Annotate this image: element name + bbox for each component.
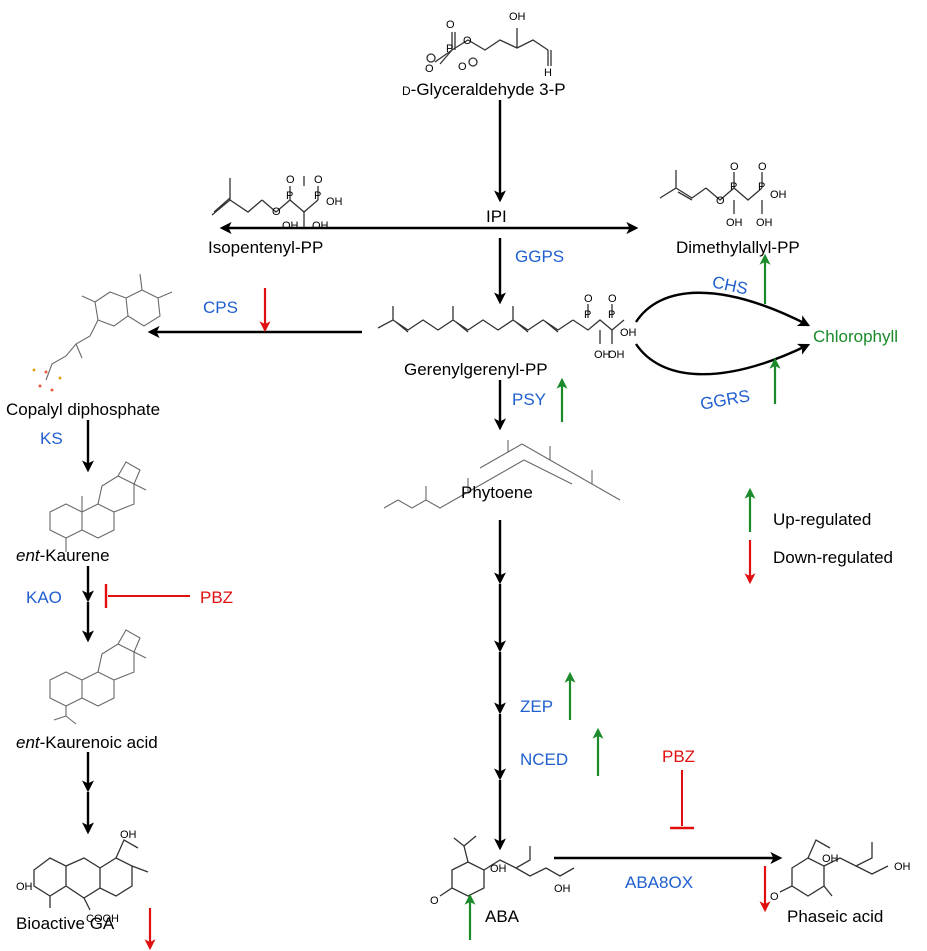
- inhibitor-pbz-aba: PBZ: [662, 747, 695, 766]
- bioactive-ga-structure: OH OH COOH: [16, 829, 149, 925]
- atom-oh: OH: [620, 327, 637, 339]
- phaseic-acid-structure: O OH OH: [770, 839, 911, 903]
- phytoene-structure: [383, 440, 621, 509]
- regulation-arrows: [144, 253, 781, 951]
- atom-o: O: [458, 61, 467, 73]
- atom-p: P: [608, 309, 615, 321]
- inhibitor-pbz-ga: PBZ: [200, 588, 233, 607]
- atom-oh: OH: [282, 220, 299, 232]
- atom-oh: OH: [822, 853, 839, 865]
- pbz-inhibition-ga: [104, 584, 190, 608]
- isopentenyl-pp-label: Isopentenyl-PP: [208, 238, 323, 257]
- enzyme-nced: NCED: [520, 750, 568, 769]
- atom-p: P: [286, 190, 293, 202]
- phaseic-acid-label: Phaseic acid: [787, 907, 883, 926]
- atom-o: O: [430, 895, 439, 907]
- ggpp-label: Gerenylgerenyl-PP: [404, 360, 548, 379]
- atom-p: P: [730, 181, 737, 193]
- atom-cooh: COOH: [86, 913, 119, 925]
- atom-h: H: [544, 67, 552, 79]
- enzyme-zep: ZEP: [520, 697, 553, 716]
- atom-p: P: [758, 181, 765, 193]
- legend-down-label: Down-regulated: [773, 548, 893, 567]
- enzyme-kao: KAO: [26, 588, 62, 607]
- atom-p: P: [584, 309, 591, 321]
- ent-kaurenoic-acid-label: ent-Kaurenoic acid: [16, 733, 158, 752]
- atom-o: O: [770, 891, 779, 903]
- enzyme-ggrs: GGRS: [699, 386, 752, 413]
- atom-o: O: [584, 293, 593, 305]
- atom-o: O: [463, 35, 472, 47]
- atom-p: P: [446, 43, 453, 55]
- phytoene-label: Phytoene: [461, 483, 533, 502]
- aba-label: ABA: [485, 907, 520, 926]
- pbz-inhibition-aba: [670, 770, 694, 830]
- atom-oh: OH: [770, 189, 787, 201]
- ent-kaurene-structure: [49, 461, 147, 552]
- atom-oh: OH: [554, 883, 571, 895]
- atom-o: O: [608, 293, 617, 305]
- chlorophyll-label: Chlorophyll: [813, 327, 898, 346]
- aba-structure: O OH OH: [430, 835, 575, 907]
- atom-o: O: [730, 161, 739, 173]
- atom-oh: OH: [894, 861, 911, 873]
- atom-oh: OH: [608, 349, 625, 361]
- atom-oh: OH: [312, 220, 329, 232]
- ent-kaurene-label: ent-Kaurene: [16, 546, 110, 565]
- atom-oh: OH: [490, 863, 507, 875]
- atom-o: O: [716, 195, 725, 207]
- atom-oh: OH: [726, 217, 743, 229]
- atom-o: O: [286, 174, 295, 186]
- atom-oh: OH: [756, 217, 773, 229]
- atom-oh: OH: [120, 829, 137, 841]
- atom-o: O: [425, 63, 434, 75]
- bioactive-ga-label: Bioactive GA: [16, 914, 115, 933]
- atom-oh: OH: [326, 196, 343, 208]
- atom-oh: OH: [16, 881, 33, 893]
- enzyme-ks: KS: [40, 429, 63, 448]
- atom-oh: OH: [594, 349, 611, 361]
- atom-o: O: [272, 206, 281, 218]
- enzyme-cps: CPS: [203, 298, 238, 317]
- atom-o: O: [314, 174, 323, 186]
- atom-p: P: [314, 190, 321, 202]
- glyceraldehyde-3p-structure: O P O OH O O H: [425, 11, 552, 79]
- atom-oh: OH: [509, 11, 526, 23]
- legend-up-label: Up-regulated: [773, 510, 871, 529]
- ipi-label: IPI: [486, 207, 507, 226]
- isopentenyl-pp-structure: O O P OH P O OH OH: [211, 174, 343, 232]
- pathway-arrows: [82, 100, 811, 864]
- dimethylallyl-pp-structure: O O P O P OH OH OH: [659, 161, 787, 229]
- copalyl-diphosphate-structure: [32, 273, 173, 392]
- atom-o: O: [758, 161, 767, 173]
- legend: Up-regulated Down-regulated: [773, 510, 893, 567]
- ent-kaurenoic-acid-structure: [49, 629, 147, 725]
- g3p-label: D-Glyceraldehyde 3-P: [402, 80, 566, 99]
- dimethylallyl-pp-label: Dimethylallyl-PP: [676, 238, 800, 257]
- atom-o: O: [446, 19, 455, 31]
- enzyme-aba8ox: ABA8OX: [625, 873, 693, 892]
- copalyl-diphosphate-label: Copalyl diphosphate: [6, 400, 160, 419]
- enzyme-psy: PSY: [512, 390, 546, 409]
- enzyme-ggps: GGPS: [515, 247, 564, 266]
- ggpp-structure: O P O P OH OH OH: [377, 293, 637, 361]
